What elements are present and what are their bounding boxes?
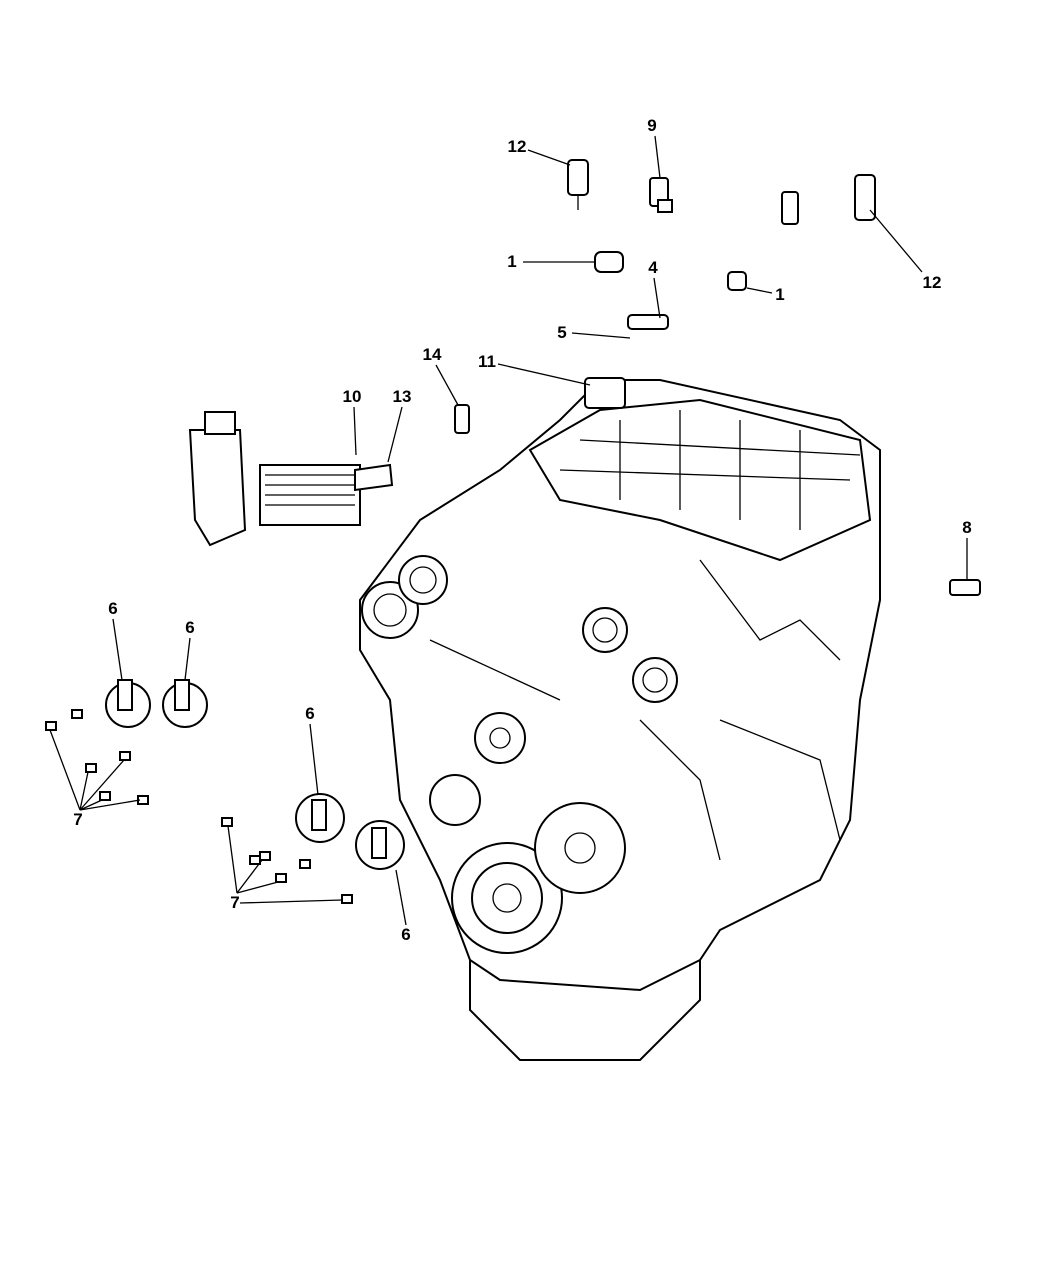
callout-12: 12: [922, 273, 942, 292]
callout-6: 6: [185, 618, 195, 637]
callout-1: 1: [775, 285, 785, 304]
callout-4: 4: [648, 258, 658, 277]
engine-assembly: [359, 379, 881, 1061]
callout-7: 7: [73, 810, 83, 829]
sensor-parts: [454, 159, 981, 596]
callout-10: 10: [342, 387, 362, 406]
callout-6: 6: [305, 704, 315, 723]
callout-14: 14: [422, 345, 442, 364]
callout-6: 6: [401, 925, 411, 944]
oil-filter-housing: [188, 411, 394, 547]
callout-6: 6: [108, 599, 118, 618]
callout-8: 8: [962, 518, 972, 537]
leader-lines: [49, 135, 968, 926]
callout-9: 9: [647, 116, 657, 135]
callout-5: 5: [557, 323, 567, 342]
solenoids: [105, 679, 405, 870]
callout-12: 12: [507, 137, 527, 156]
callout-13: 13: [392, 387, 412, 406]
callout-11: 11: [478, 352, 496, 371]
callout-7: 7: [230, 893, 240, 912]
callout-1: 1: [507, 252, 517, 271]
